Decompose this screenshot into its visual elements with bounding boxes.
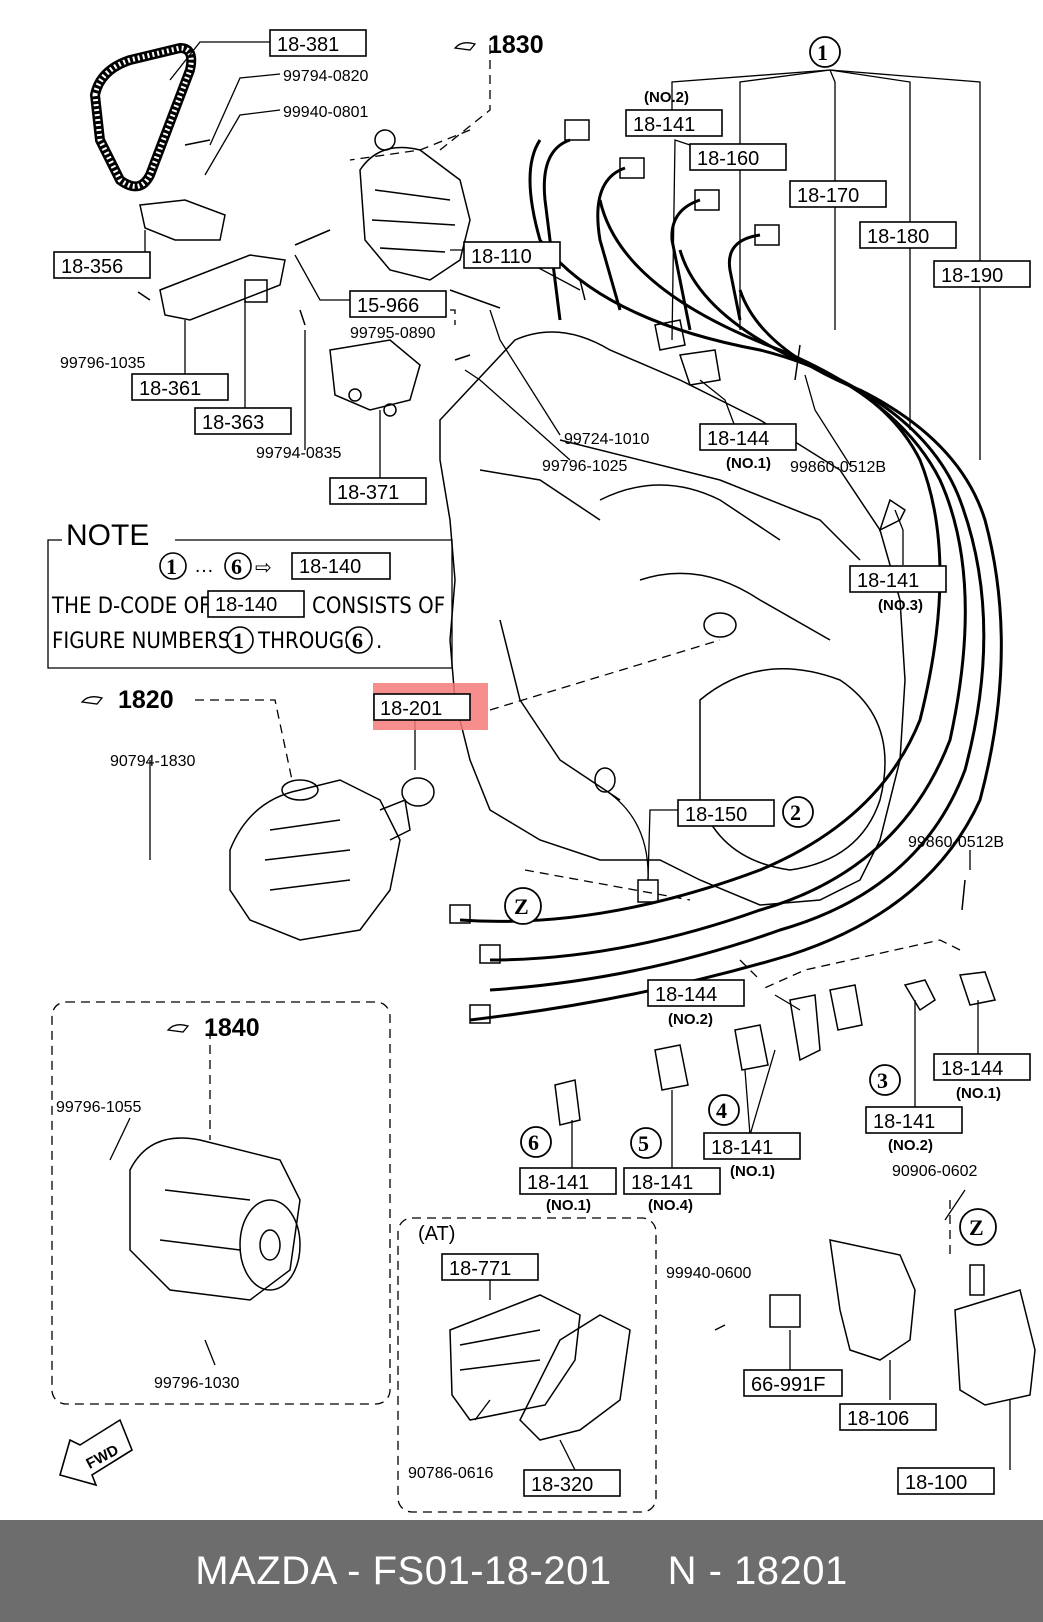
note-line3c: . — [376, 629, 382, 654]
circle-2: 2 — [790, 800, 801, 825]
label-18-144-no1: 18-144 — [707, 428, 769, 450]
pn-90794-1830: 90794-1830 — [110, 753, 196, 770]
pn-99796-1025: 99796-1025 — [542, 458, 628, 475]
pn-99860-0512b-right: 99860-0512B — [908, 834, 1004, 851]
note-line2a: THE D-CODE OF — [51, 594, 211, 619]
section-refs: 1830 1820 1840 (AT) — [80, 31, 544, 1245]
circle-4: 4 — [716, 1098, 727, 1123]
section-1820: 1820 — [118, 686, 174, 714]
pn-99940-0600: 99940-0600 — [666, 1265, 752, 1282]
starter-artwork — [129, 1137, 301, 1301]
part-numbers: 99794-0820 99940-0801 99796-1035 99794-0… — [56, 68, 1004, 1482]
label-18-201: 18-201 — [380, 698, 442, 720]
note-line2b: CONSISTS OF — [312, 594, 445, 619]
engine-artwork — [439, 331, 906, 906]
label-18-381: 18-381 — [277, 34, 339, 56]
bracket-artwork — [137, 139, 966, 911]
section-at: (AT) — [418, 1223, 455, 1245]
distributor-artwork — [229, 777, 435, 941]
pn-99796-1030: 99796-1030 — [154, 1375, 240, 1392]
label-18-100: 18-100 — [905, 1472, 967, 1494]
note-title: NOTE — [66, 519, 149, 552]
label-18-141-no1c: 18-141 — [711, 1137, 773, 1159]
note-code-18-140b: 18-140 — [215, 594, 277, 616]
sub-no1-left: (NO.1) — [546, 1197, 591, 1214]
label-18-771: 18-771 — [449, 1258, 511, 1280]
circle-3: 3 — [877, 1068, 888, 1093]
label-18-141-no4: 18-141 — [631, 1172, 693, 1194]
circle-5: 5 — [638, 1131, 649, 1156]
footer-right: N - 18201 — [667, 1548, 848, 1593]
sub-no1-right: (NO.1) — [956, 1085, 1001, 1102]
pn-99796-1055: 99796-1055 — [56, 1099, 142, 1116]
label-18-141-no2b: 18-141 — [873, 1111, 935, 1133]
coil-artwork — [554, 319, 1036, 1406]
circle-z-left: Z — [514, 894, 529, 919]
note-line3a: FIGURE NUMBERS — [52, 629, 230, 654]
figure-circles: 1 2 3 4 5 6 Z Z — [504, 36, 997, 1246]
label-18-110: 18-110 — [471, 246, 532, 268]
pn-99860-0512b-top: 99860-0512B — [790, 459, 886, 476]
label-18-144-no1b: 18-144 — [941, 1058, 1003, 1080]
label-15-966: 15-966 — [357, 295, 419, 317]
circle-1: 1 — [817, 40, 828, 65]
pn-99796-1035: 99796-1035 — [60, 355, 146, 372]
label-18-320: 18-320 — [531, 1474, 593, 1496]
parts-diagram: FWD — [47, 29, 1036, 1513]
label-18-361: 18-361 — [139, 378, 201, 400]
pn-99940-0801: 99940-0801 — [283, 104, 369, 121]
at-module-artwork — [449, 1294, 631, 1441]
pn-90786-0616: 90786-0616 — [408, 1465, 494, 1482]
pn-99724-1010: 99724-1010 — [564, 431, 650, 448]
sub-labels: (NO.2) (NO.1) (NO.3) (NO.2) (NO.1) (NO.2… — [546, 89, 1001, 1214]
label-18-150: 18-150 — [685, 804, 747, 826]
note-box: NOTE 1 … 6 ⇨ 18-140 THE D-CODE OF 18-140… — [47, 519, 453, 669]
label-18-160: 18-160 — [697, 148, 759, 170]
ignition-cables-artwork — [449, 119, 1003, 1024]
note-range: … — [194, 555, 214, 577]
pn-90906-0602: 90906-0602 — [892, 1163, 978, 1180]
label-18-141-no1d: 18-141 — [527, 1172, 589, 1194]
label-18-144-no2: 18-144 — [655, 984, 717, 1006]
starter-region — [51, 1001, 391, 1405]
label-18-141-no3: 18-141 — [857, 570, 919, 592]
sub-no3: (NO.3) — [878, 597, 923, 614]
label-18-356: 18-356 — [61, 256, 123, 278]
fwd-arrow: FWD — [59, 1418, 133, 1487]
footer-left: MAZDA - FS01-18-201 — [195, 1548, 612, 1593]
part-footer: MAZDA - FS01-18-201 N - 18201 — [0, 1520, 1043, 1622]
alternator-artwork — [359, 129, 471, 281]
sensor-artwork — [594, 767, 659, 903]
sub-no4: (NO.4) — [648, 1197, 693, 1214]
note-circle-6: 6 — [231, 554, 242, 579]
section-1830: 1830 — [488, 31, 544, 59]
circle-z-right: Z — [969, 1215, 984, 1240]
sub-no1-mid: (NO.1) — [730, 1163, 775, 1180]
note-circle-1: 1 — [166, 554, 177, 579]
label-boxes: 18-381 18-356 18-361 18-363 18-371 15-96… — [53, 29, 1031, 1497]
label-18-141-no2: 18-141 — [633, 114, 695, 136]
label-18-363: 18-363 — [202, 412, 264, 434]
label-66-991f: 66-991F — [751, 1374, 826, 1396]
section-1840: 1840 — [204, 1014, 260, 1042]
sub-no2-top: (NO.2) — [644, 89, 689, 106]
note-code-18-140: 18-140 — [299, 556, 361, 578]
drive-belt-artwork — [89, 42, 197, 192]
sub-no2-mid: (NO.2) — [668, 1011, 713, 1028]
sub-no2-right: (NO.2) — [888, 1137, 933, 1154]
label-18-106: 18-106 — [847, 1408, 909, 1430]
sub-no1-top: (NO.1) — [726, 455, 771, 472]
note-circle-1b: 1 — [233, 628, 244, 653]
label-18-180: 18-180 — [867, 226, 929, 248]
pn-99794-0835: 99794-0835 — [256, 445, 342, 462]
label-18-170: 18-170 — [797, 185, 859, 207]
circle-6: 6 — [528, 1130, 539, 1155]
label-18-190: 18-190 — [941, 265, 1003, 287]
note-arrow: ⇨ — [255, 557, 272, 579]
pn-99795-0890: 99795-0890 — [350, 325, 436, 342]
note-circle-6b: 6 — [352, 628, 363, 653]
label-18-371: 18-371 — [337, 482, 399, 504]
pn-99794-0820: 99794-0820 — [283, 68, 369, 85]
note-line3b: THROUGH — [257, 629, 359, 654]
